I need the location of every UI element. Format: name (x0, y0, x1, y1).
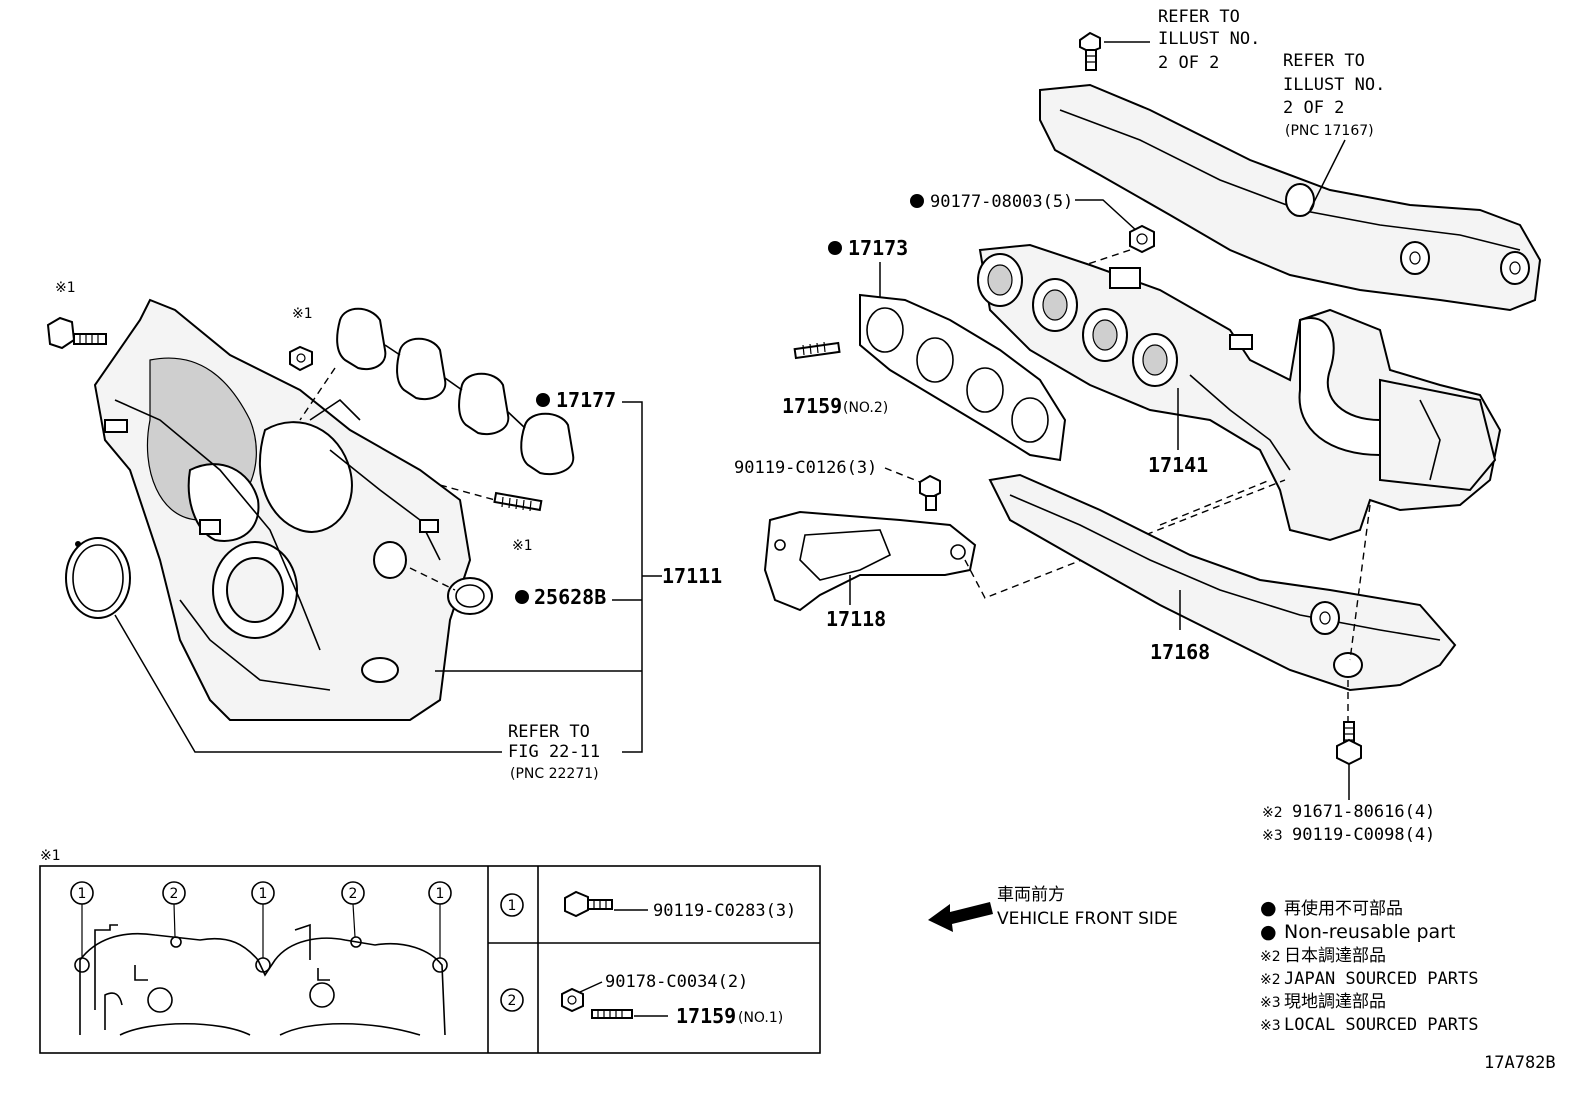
stud-17159-no2-part (793, 341, 841, 360)
gasket-25628b-part (447, 577, 493, 615)
legend-bullet-0: ● (1260, 897, 1277, 919)
detail-callout-1a: 1 (70, 881, 94, 958)
stud-17159-no1-label: 17159 (676, 1004, 736, 1028)
direction-jp: 車両前方 (997, 885, 1065, 905)
refer-top1-line3: 2 OF 2 (1158, 53, 1219, 73)
throttle-gasket-ring (65, 537, 131, 619)
bolt-91671-part (1336, 721, 1362, 766)
nut-90178-c0034-label: 90178-C0034(2) (605, 972, 748, 992)
stud-17159-no1-suffix: (NO.1) (738, 1010, 783, 1026)
refer-top2-line1: REFER TO (1283, 51, 1365, 71)
detail-row-1: 1 90119-C0283(3) (500, 890, 796, 921)
non-reusable-dot-17177 (536, 393, 550, 407)
bolt-90119-c0098-label: 90119-C0098(4) (1292, 825, 1435, 845)
gasket-17173-label: 17173 (848, 236, 908, 260)
svg-text:1: 1 (259, 886, 268, 902)
ref-mark-1a: ※1 (55, 280, 76, 296)
gasket-17177-part (336, 307, 575, 475)
svg-text:2: 2 (170, 886, 179, 902)
non-reusable-dot-25628b (515, 590, 529, 604)
legend-bullet-5: ※3 (1260, 1018, 1281, 1034)
nut-ref1 (289, 345, 313, 372)
stud-ref1 (493, 491, 543, 512)
legend-bullet-2: ※2 (1260, 949, 1281, 965)
legend-text-3: JAPAN SOURCED PARTS (1284, 969, 1478, 989)
refer-top2-line3: 2 OF 2 (1283, 98, 1344, 118)
legend-text-2: 日本調達部品 (1284, 946, 1386, 966)
legend-bullet-3: ※2 (1260, 972, 1281, 988)
bolt-90119-c0098-prefix: ※3 (1262, 828, 1283, 844)
detail-callout-2b: 2 (341, 881, 365, 938)
lower-heat-insulator-17168 (988, 473, 1457, 692)
refer-top1-line1: REFER TO (1158, 7, 1240, 27)
gasket-17177-label: 17177 (556, 388, 616, 412)
stud-17159-no2-suffix: (NO.2) (843, 400, 888, 416)
legend-bullet-4: ※3 (1260, 995, 1281, 1011)
refer-fig-line2: FIG 22-11 (508, 742, 600, 762)
upper-heat-insulator (1039, 83, 1542, 312)
legend-text-4: 現地調達部品 (1284, 992, 1386, 1012)
insulator-17168-label: 17168 (1150, 640, 1210, 664)
stud-17159-no2-label: 17159 (782, 394, 842, 418)
legend-text-1: Non-reusable part (1284, 921, 1455, 943)
svg-text:1: 1 (78, 886, 87, 902)
bracket-17118-label: 17118 (826, 607, 886, 631)
legend-text-5: LOCAL SOURCED PARTS (1284, 1015, 1478, 1035)
bolt-91671-prefix: ※2 (1262, 805, 1283, 821)
svg-text:1: 1 (508, 898, 517, 914)
bolt-top-refer (1079, 31, 1101, 71)
direction-en: VEHICLE FRONT SIDE (997, 909, 1178, 929)
refer-top2-line2: ILLUST NO. (1283, 75, 1385, 95)
ring-tab (75, 541, 81, 547)
ref-mark-1b: ※1 (292, 306, 313, 322)
manifold-17111-label: 17111 (662, 564, 722, 588)
svg-text:1: 1 (436, 886, 445, 902)
non-reusable-dot-90177 (910, 194, 924, 208)
legend-bullet-1: ● (1260, 921, 1277, 943)
svg-text:2: 2 (508, 993, 517, 1009)
bracket-17118-part (763, 510, 977, 612)
detail-marker: ※1 (40, 848, 61, 864)
bolt-ref1-left (46, 316, 107, 350)
legend: ● 再使用不可部品 ● Non-reusable part ※2 日本調達部品 … (1260, 897, 1478, 1035)
detail-callout-1c: 1 (428, 881, 452, 958)
detail-flange-sketch (74, 923, 448, 1036)
nut-90177-part (1129, 224, 1155, 254)
manifold-17141-label: 17141 (1148, 453, 1208, 477)
svg-text:2: 2 (349, 886, 358, 902)
nut-90177-label: 90177-08003(5) (930, 192, 1073, 212)
ref-mark-1c: ※1 (512, 538, 533, 554)
bolt-90119-c0283-label: 90119-C0283(3) (653, 901, 796, 921)
exhaust-manifold-17141 (977, 243, 1502, 542)
vehicle-front-arrow (928, 902, 993, 932)
gasket-25628b-label: 25628B (534, 585, 606, 609)
refer-fig-line3: (PNC 22271) (510, 766, 599, 782)
refer-top1-line2: ILLUST NO. (1158, 29, 1260, 49)
refer-fig-line1: REFER TO (508, 722, 590, 742)
non-reusable-dot-17173 (828, 241, 842, 255)
bolt-90119-c0126-part (919, 474, 941, 511)
detail-callout-2a: 2 (162, 881, 186, 938)
intake-manifold (93, 298, 472, 721)
bolt-91671-label: 91671-80616(4) (1292, 802, 1435, 822)
diagram-code: 17A782B (1484, 1053, 1556, 1073)
detail-row-2: 2 90178-C0034(2) 17159 (NO.1) (500, 972, 783, 1028)
detail-table (39, 865, 821, 1054)
refer-top2-line4: (PNC 17167) (1285, 123, 1374, 139)
legend-text-0: 再使用不可部品 (1284, 898, 1403, 919)
bolt-90119-c0126-label: 90119-C0126(3) (734, 458, 877, 478)
detail-callout-1b: 1 (251, 881, 275, 958)
exhaust-gasket-17173 (859, 293, 1067, 462)
